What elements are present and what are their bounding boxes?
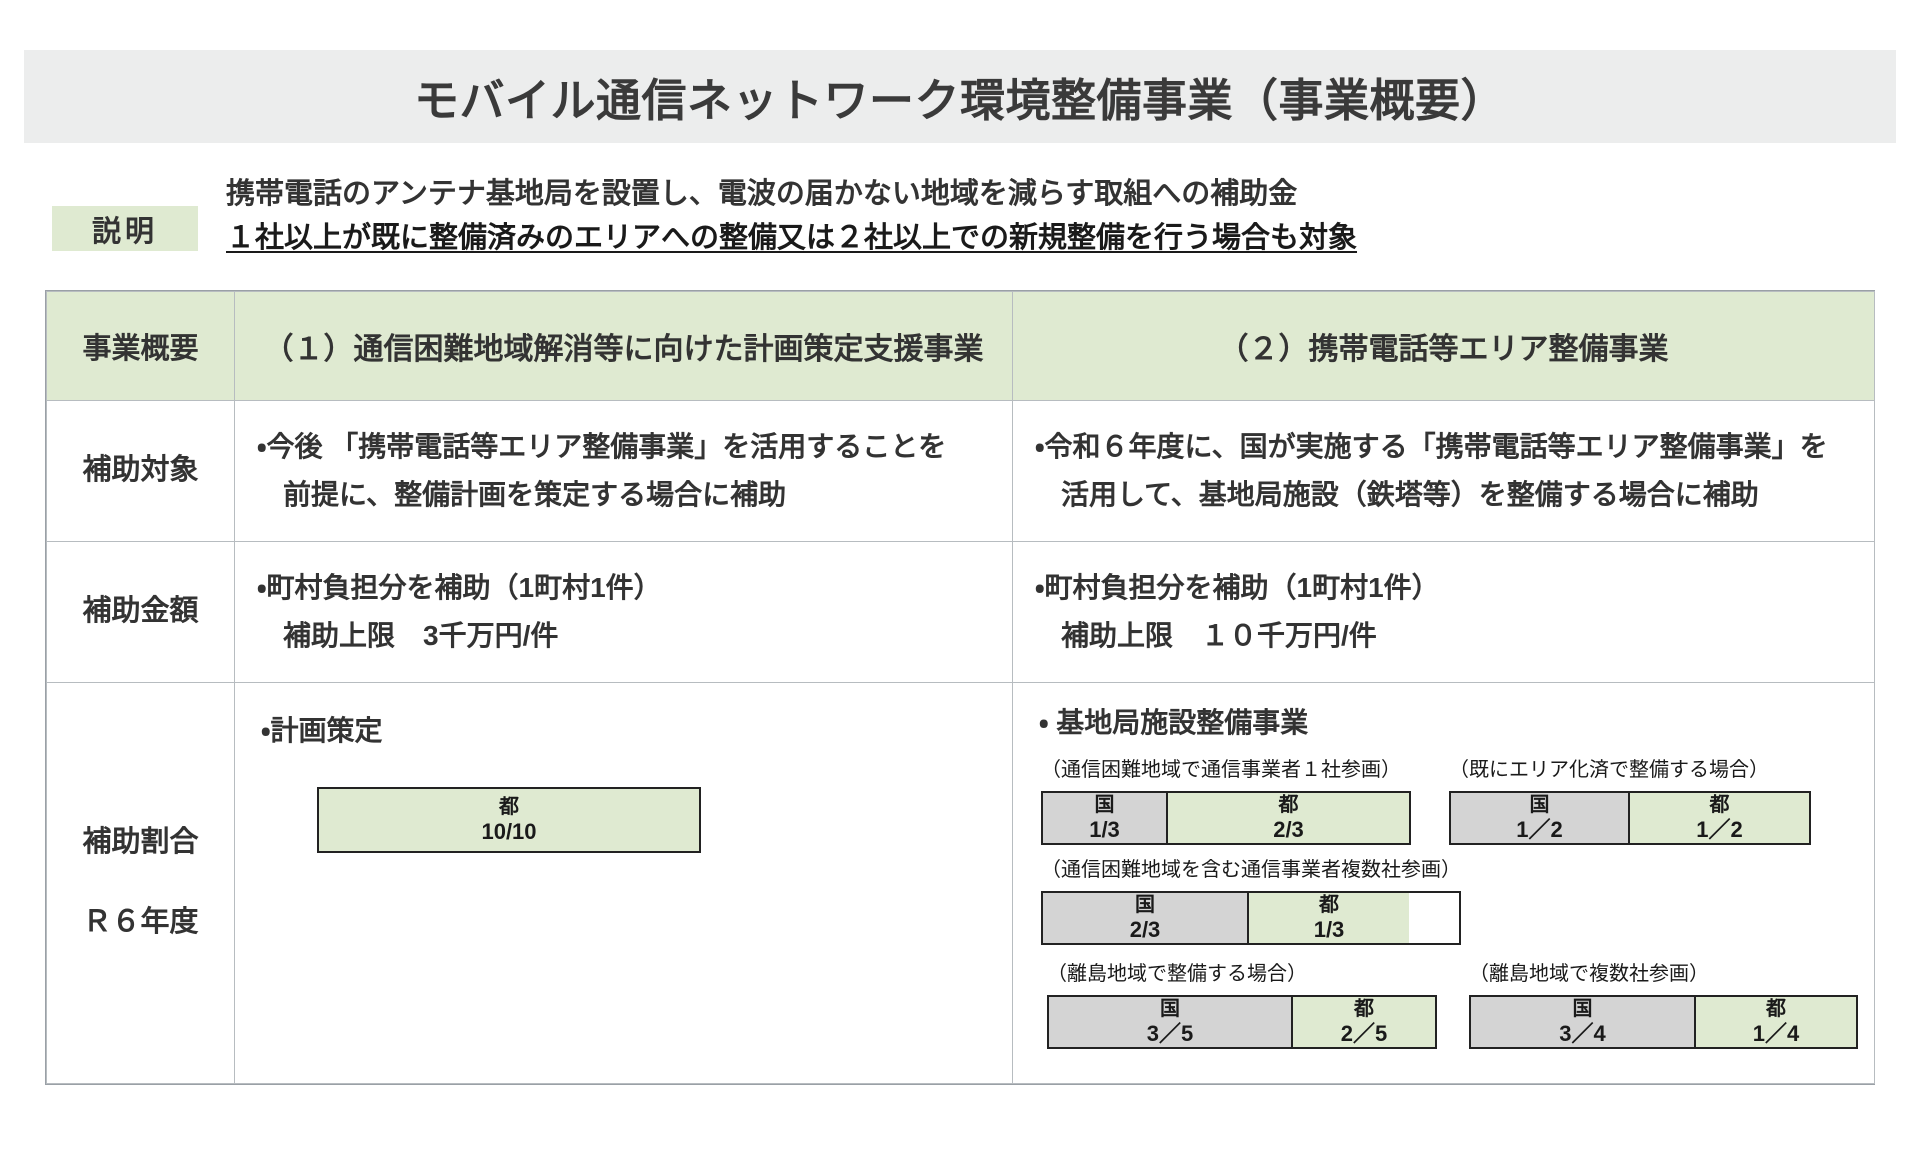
ratio-case-4-kuni-label: 国: [1572, 998, 1593, 1020]
table-header-col2-cell: （２）携帯電話等エリア整備事業: [1012, 291, 1875, 401]
row-col1-subsidy-ratio: ・計画策定 都 10/10: [234, 682, 1013, 1084]
ratio-row-b: （通信困難地域を含む通信事業者複数社参画） 国 2/3 都: [1039, 855, 1859, 945]
subsidy-amount-col1-line-1: ・町村負担分を補助（1町村1件）: [257, 572, 662, 603]
ratio-case-1-box: 国 1／2 都 1／2: [1449, 791, 1811, 845]
ratio-case-4-caption: （離島地域で複数社参画）: [1469, 963, 1709, 985]
table-row-subsidy-target: 補助対象 ・今後 「携帯電話等エリア整備事業」を活用することを 前提に、整備計画…: [46, 400, 1875, 542]
row-label-subsidy-ratio-sub: Ｒ６年度: [82, 906, 199, 938]
ratio-case-3-to-value: 2／5: [1340, 1021, 1388, 1046]
ratio-case-0-kuni: 国 1/3: [1043, 793, 1168, 843]
page-title: モバイル通信ネットワーク環境整備事業（事業概要）: [413, 75, 1506, 126]
row-col2-subsidy-target: ・令和６年度に、国が実施する「携帯電話等エリア整備事業」を 活用して、基地局施設…: [1012, 400, 1875, 542]
ratio-case-4-to-label: 都: [1766, 998, 1786, 1020]
ratio-case-0: （通信困難地域で通信事業者１社参画） 国 1/3 都: [1041, 755, 1411, 845]
base-station-section-head: ・ 基地局施設整備事業: [1039, 707, 1309, 738]
ratio-case-4-box: 国 3／4 都 1／4: [1469, 995, 1858, 1049]
ratio-case-4-kuni: 国 3／4: [1471, 997, 1696, 1047]
table-row-subsidy-ratio: 補助割合 Ｒ６年度 ・計画策定 都 10/10: [46, 682, 1875, 1084]
ratio-case-3-kuni-label: 国: [1160, 998, 1180, 1020]
subsidy-target-col2-line-1: ・令和６年度に、国が実施する「携帯電話等エリア整備事業」を: [1035, 431, 1828, 462]
ratio-case-4-to: 都 1／4: [1696, 997, 1856, 1047]
ratio-case-2: （通信困難地域を含む通信事業者複数社参画） 国 2/3 都: [1041, 855, 1461, 945]
description-badge-label: 説明: [91, 215, 158, 248]
ratio-case-1: （既にエリア化済で整備する場合） 国 1／2 都: [1449, 755, 1811, 845]
ratio-case-0-kuni-value: 1/3: [1089, 817, 1120, 842]
description-block: 携帯電話のアンテナ基地局を設置し、電波の届かない地域を減らす取組への補助金 １社…: [226, 172, 1646, 260]
subsidy-amount-col2-line-2: 補助上限 １０千万円/件: [1061, 620, 1377, 651]
table-header-label-cell: 事業概要: [46, 291, 235, 401]
row-col1-subsidy-target: ・今後 「携帯電話等エリア整備事業」を活用することを 前提に、整備計画を策定する…: [234, 400, 1013, 542]
ratio-case-2-kuni-value: 2/3: [1129, 917, 1161, 942]
subsidy-target-col2-line-2: 活用して、基地局施設（鉄塔等）を整備する場合に補助: [1061, 479, 1759, 510]
ratio-case-0-box: 国 1/3 都 2/3: [1041, 791, 1411, 845]
table-row-subsidy-amount: 補助金額 ・町村負担分を補助（1町村1件） 補助上限 3千万円/件 ・町村負担分…: [46, 541, 1875, 683]
ratio-case-4: （離島地域で複数社参画） 国 3／4 都: [1469, 959, 1858, 1049]
title-band: モバイル通信ネットワーク環境整備事業（事業概要）: [24, 50, 1896, 143]
plan-formulation-bullet: ・計画策定: [261, 715, 383, 746]
ratio-box-plan-top-label: 都: [499, 796, 519, 818]
ratio-case-1-caption: （既にエリア化済で整備する場合）: [1449, 759, 1769, 781]
ratio-case-3-to-label: 都: [1354, 998, 1374, 1020]
subsidy-target-col1-line-2: 前提に、整備計画を策定する場合に補助: [283, 479, 787, 510]
table-header-row: 事業概要 （１）通信困難地域解消等に向けた計画策定支援事業 （２）携帯電話等エリ…: [46, 291, 1875, 401]
ratio-row-c: （離島地域で整備する場合） 国 3／5 都: [1039, 959, 1859, 1049]
ratio-case-2-kuni-label: 国: [1135, 894, 1155, 916]
table-header-col1-cell: （１）通信困難地域解消等に向けた計画策定支援事業: [234, 291, 1013, 401]
ratio-row-a: （通信困難地域で通信事業者１社参画） 国 1/3 都: [1039, 755, 1859, 845]
ratio-case-0-to-label: 都: [1278, 794, 1299, 816]
row-col1-subsidy-amount: ・町村負担分を補助（1町村1件） 補助上限 3千万円/件: [234, 541, 1013, 683]
table-header-label: 事業概要: [82, 333, 199, 365]
ratio-case-0-kuni-label: 国: [1094, 794, 1115, 816]
description-badge: 説明: [52, 206, 198, 251]
row-label-subsidy-ratio-main: 補助割合: [82, 826, 199, 859]
ratio-case-3-box: 国 3／5 都 2／5: [1047, 995, 1437, 1049]
ratio-case-3-to: 都 2／5: [1293, 997, 1435, 1047]
subsidy-target-col1-line-1: ・今後 「携帯電話等エリア整備事業」を活用することを: [257, 431, 947, 462]
description-line-1: 携帯電話のアンテナ基地局を設置し、電波の届かない地域を減らす取組への補助金: [226, 178, 1298, 210]
ratio-case-2-kuni: 国 2/3: [1043, 893, 1249, 943]
row-label-cell-subsidy-amount: 補助金額: [46, 541, 235, 683]
ratio-case-3-caption: （離島地域で整備する場合）: [1047, 963, 1307, 985]
row-label-cell-subsidy-target: 補助対象: [46, 400, 235, 542]
row-label-subsidy-target: 補助対象: [82, 454, 199, 487]
ratio-case-0-to: 都 2/3: [1168, 793, 1409, 843]
ratio-case-1-to-value: 1／2: [1696, 817, 1743, 842]
row-col2-subsidy-ratio: ・ 基地局施設整備事業 （通信困難地域で通信事業者１社参画） 国: [1012, 682, 1875, 1084]
ratio-case-0-to-value: 2/3: [1273, 817, 1304, 842]
ratio-case-3-kuni-value: 3／5: [1146, 1021, 1194, 1046]
description-line-2: １社以上が既に整備済みのエリアへの整備又は２社以上での新規整備を行う場合も対象: [226, 222, 1358, 254]
subsidy-amount-col2-line-1: ・町村負担分を補助（1町村1件）: [1035, 572, 1440, 603]
ratio-case-3: （離島地域で整備する場合） 国 3／5 都: [1047, 959, 1437, 1049]
ratio-case-2-to: 都 1/3: [1249, 893, 1409, 943]
table-header-col2: （２）携帯電話等エリア整備事業: [1218, 333, 1669, 366]
ratio-case-1-kuni-value: 1／2: [1516, 817, 1563, 842]
ratio-case-3-kuni: 国 3／5: [1049, 997, 1293, 1047]
ratio-case-2-to-label: 都: [1319, 894, 1339, 916]
overview-table: 事業概要 （１）通信困難地域解消等に向けた計画策定支援事業 （２）携帯電話等エリ…: [45, 290, 1875, 1085]
ratio-case-2-caption: （通信困難地域を含む通信事業者複数社参画）: [1041, 859, 1461, 881]
ratio-case-4-kuni-value: 3／4: [1559, 1021, 1606, 1046]
ratio-case-1-to: 都 1／2: [1630, 793, 1809, 843]
subsidy-amount-col1-line-2: 補助上限 3千万円/件: [283, 620, 559, 651]
ratio-case-2-to-value: 1/3: [1313, 917, 1345, 942]
ratio-box-plan-bottom-value: 10/10: [481, 819, 537, 844]
table-header-col1: （１）通信困難地域解消等に向けた計画策定支援事業: [263, 333, 984, 366]
row-label-subsidy-ratio: 補助割合 Ｒ６年度: [47, 826, 234, 939]
ratio-box-plan-formulation: 都 10/10: [317, 787, 701, 853]
ratio-case-2-box: 国 2/3 都 1/3: [1041, 891, 1461, 945]
ratio-case-0-caption: （通信困難地域で通信事業者１社参画）: [1041, 759, 1401, 781]
ratio-case-1-kuni-label: 国: [1529, 794, 1550, 816]
ratio-case-4-to-value: 1／4: [1752, 1021, 1800, 1046]
ratio-case-1-kuni: 国 1／2: [1451, 793, 1630, 843]
row-col2-subsidy-amount: ・町村負担分を補助（1町村1件） 補助上限 １０千万円/件: [1012, 541, 1875, 683]
row-label-cell-subsidy-ratio: 補助割合 Ｒ６年度: [46, 682, 235, 1084]
row-label-subsidy-amount: 補助金額: [82, 595, 199, 628]
ratio-box-grid: （通信困難地域で通信事業者１社参画） 国 1/3 都: [1039, 755, 1859, 1049]
ratio-case-1-to-label: 都: [1709, 794, 1730, 816]
